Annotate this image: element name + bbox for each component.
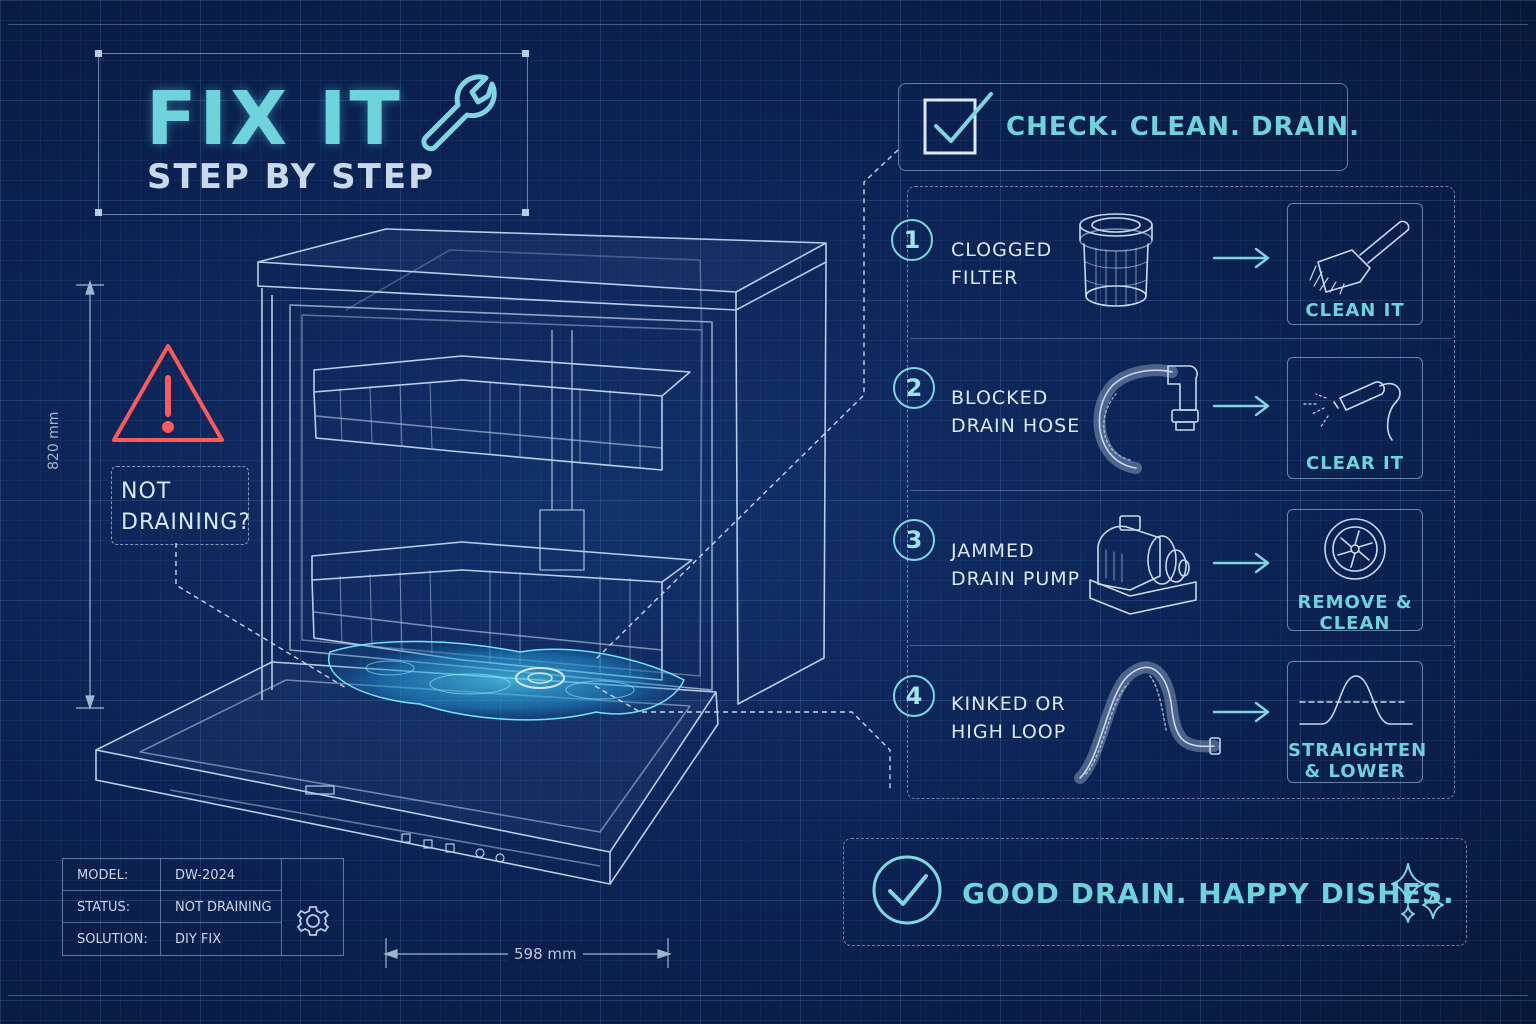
status-label: STATUS: [77,900,131,915]
step-4-line-1: KINKED OR [951,693,1066,715]
solution-label: SOLUTION: [77,932,148,947]
pump-icon [1089,515,1197,615]
impeller-icon [1324,518,1386,580]
step-3-label: JAMMED DRAIN PUMP [951,537,1080,593]
page-subtitle: STEP BY STEP [147,157,435,197]
step-number-4: 4 [893,675,935,717]
table-divider [160,859,161,955]
footer-message: GOOD DRAIN. HAPPY DISHES. [962,877,1455,910]
table-divider [281,859,282,955]
table-row: MODEL: DW-2024 [63,859,281,891]
model-value: DW-2024 [175,868,236,883]
step-1-line-2: FILTER [951,267,1019,289]
arrow-icons [1212,247,1270,723]
step-4-line-2: HIGH LOOP [951,721,1067,743]
step-divider [910,645,1452,646]
step-3-line-1: JAMMED [951,540,1035,562]
checklist-header [898,83,1348,171]
width-dimension-label: 598 mm [508,945,583,963]
warning-line-1: NOT [121,479,172,504]
step-3-action-label-1: REMOVE & [1297,592,1413,613]
solution-value: DIY FIX [175,932,222,947]
step-divider [910,338,1452,339]
spec-table: MODEL: DW-2024 STATUS: NOT DRAINING SOLUTI… [62,858,344,956]
kinked-hose-icon [1074,661,1221,784]
step-1-action: CLEAN IT [1287,203,1423,325]
step-2-action-label: CLEAR IT [1305,453,1404,474]
page-title: FIX IT [146,76,403,162]
step-number-1: 1 [891,219,933,261]
straighten-icon [1299,675,1413,725]
step-4-action: STRAIGHTEN& LOWER [1287,661,1428,783]
step-3-action-label-2: CLEAN [1319,613,1391,634]
title-panel [98,53,528,215]
not-draining-text: NOT DRAINING? [121,476,251,538]
blueprint-frame [8,24,1528,996]
step-divider [910,490,1452,491]
footer-panel [843,838,1467,946]
step-number-3: 3 [893,519,935,561]
step-1-line-1: CLOGGED [951,239,1053,261]
troubleshooting-steps [907,186,1455,799]
step-1-action-label: CLEAN IT [1305,300,1405,321]
status-value: NOT DRAINING [175,900,272,915]
drain-hose-icon [1093,364,1199,474]
step-2-line-2: DRAIN HOSE [951,415,1081,437]
brush-icon [1309,220,1410,295]
step-1-label: CLOGGED FILTER [951,236,1052,292]
step-4-label: KINKED OR HIGH LOOP [951,690,1066,746]
table-row: STATUS: NOT DRAINING [63,891,281,923]
step-number-2: 2 [893,367,935,409]
step-2-action: CLEAR IT [1287,357,1423,479]
warning-line-2: DRAINING? [121,510,251,535]
filter-icon [1079,213,1153,307]
step-3-action: REMOVE &CLEAN [1287,509,1423,634]
step-3-line-2: DRAIN PUMP [951,568,1081,590]
step-4-action-label-2: & LOWER [1304,761,1406,782]
step-2-line-1: BLOCKED [951,387,1049,409]
sprayer-icon [1303,381,1401,441]
model-label: MODEL: [77,868,129,883]
checklist-title: CHECK. CLEAN. DRAIN. [1006,112,1361,142]
table-row: SOLUTION: DIY FIX [63,923,281,954]
step-2-label: BLOCKED DRAIN HOSE [951,384,1080,440]
not-draining-callout [111,466,249,545]
step-4-action-label-1: STRAIGHTEN [1288,740,1428,761]
